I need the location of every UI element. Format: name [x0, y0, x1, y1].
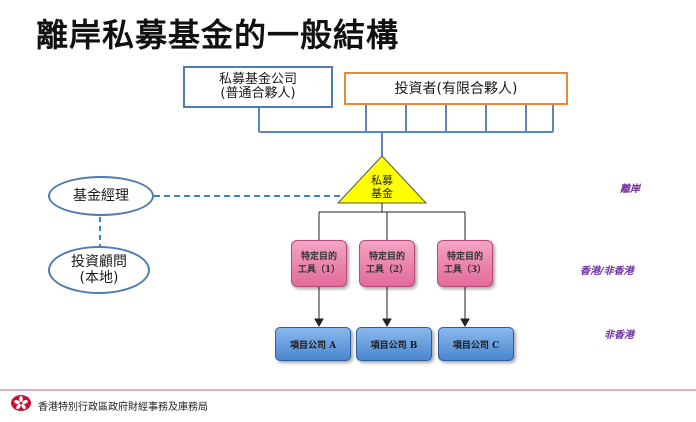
private-fund-line1: 私募: [371, 174, 393, 187]
project-b-label: 項目公司 B: [370, 340, 418, 351]
fund-manager-ellipse: 基金經理: [48, 176, 154, 216]
hksar-bauhinia-logo-icon: [11, 395, 31, 411]
project-c-label: 項目公司 C: [452, 340, 500, 351]
project-company-c: 項目公司 C: [438, 327, 514, 361]
private-fund-label: 私募 基金: [355, 174, 409, 200]
investment-advisor-location: (本地): [79, 270, 119, 286]
project-company-b: 項目公司 B: [356, 327, 432, 361]
investors-label: 投資者(有限合夥人): [394, 80, 518, 97]
footer-divider: [0, 389, 696, 391]
region-label-non-hk: 非香港: [604, 330, 634, 341]
footer-department-name: 香港特別行政區政府財經事務及庫務局: [38, 402, 208, 413]
spv-box-2: 特定目的 工具（2）: [359, 240, 415, 287]
region-label-hk-non-hk: 香港/非香港: [580, 266, 634, 277]
private-fund-line2: 基金: [371, 187, 393, 200]
spv-1-line2: 工具（1）: [297, 264, 341, 275]
spv-box-1: 特定目的 工具（1）: [291, 240, 347, 287]
project-company-a: 項目公司 A: [275, 327, 351, 361]
fund-company-name: 私募基金公司: [218, 72, 297, 87]
region-label-offshore: 離岸: [620, 184, 640, 195]
investors-box: 投資者(有限合夥人): [344, 72, 568, 105]
spv-2-line1: 特定目的: [368, 251, 405, 262]
spv-3-line2: 工具（3）: [443, 264, 487, 275]
page-title: 離岸私募基金的一般結構: [36, 16, 400, 54]
investment-advisor-label: 投資顧問: [71, 254, 127, 270]
project-a-label: 項目公司 A: [289, 340, 337, 351]
spv-box-3: 特定目的 工具（3）: [437, 240, 493, 287]
fund-company-role: (普通合夥人): [220, 86, 296, 101]
fund-company-box: 私募基金公司 (普通合夥人): [183, 66, 333, 108]
spv-3-line1: 特定目的: [446, 251, 483, 262]
spv-2-line2: 工具（2）: [365, 264, 409, 275]
investment-advisor-ellipse: 投資顧問 (本地): [48, 246, 150, 294]
spv-1-line1: 特定目的: [300, 251, 337, 262]
fund-manager-label: 基金經理: [73, 188, 129, 204]
